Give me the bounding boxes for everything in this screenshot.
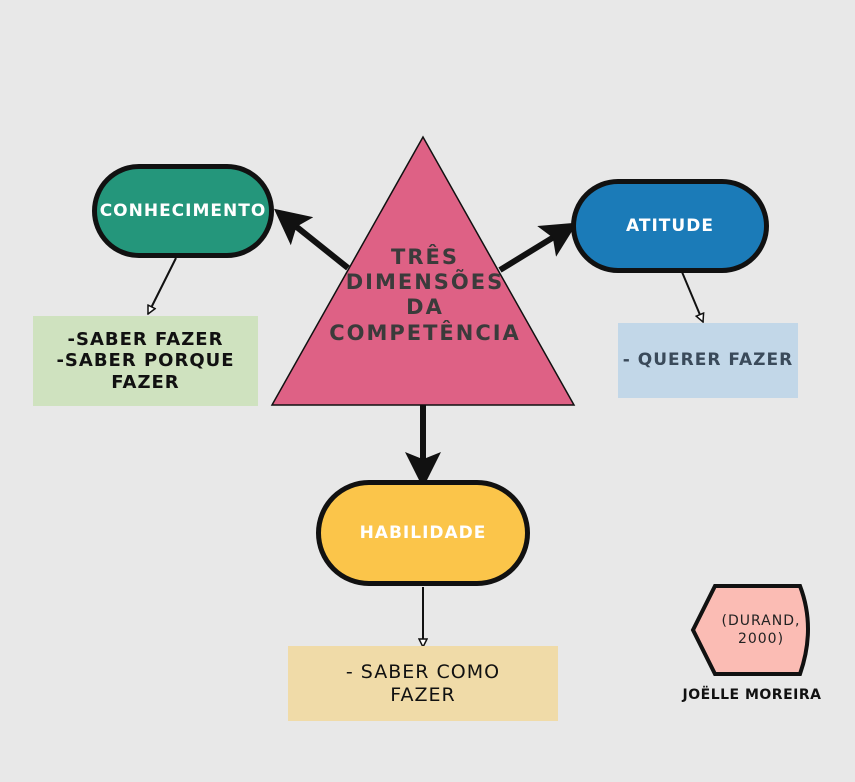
center-title: TRÊS DIMENSÕES DA COMPETÊNCIA xyxy=(300,245,550,346)
node-conhecimento-label: CONHECIMENTO xyxy=(99,201,267,221)
author-name: JOËLLE MOREIRA xyxy=(682,687,822,703)
node-habilidade-label: HABILIDADE xyxy=(359,523,487,543)
center-title-line: DA xyxy=(406,295,444,320)
citation-line: (DURAND, xyxy=(721,613,801,629)
note-line: -SABER FAZER xyxy=(67,328,224,350)
node-habilidade[interactable]: HABILIDADE xyxy=(316,480,530,586)
note-line: FAZER xyxy=(390,683,456,706)
citation-line: 2000) xyxy=(737,631,785,648)
citation-text: (DURAND, 2000) xyxy=(718,612,804,648)
center-title-line: COMPETÊNCIA xyxy=(329,320,521,345)
arrow-to-conhecimento xyxy=(273,208,350,271)
note-line: FAZER xyxy=(111,371,180,393)
note-line: -SABER PORQUE xyxy=(56,350,235,372)
arrow-to-atitude xyxy=(498,222,578,273)
note-habilidade: - SABER COMO FAZER xyxy=(288,646,558,721)
note-line: - SABER COMO xyxy=(345,660,501,683)
center-triangle xyxy=(270,135,576,406)
node-atitude[interactable]: ATITUDE xyxy=(571,179,769,273)
center-title-line: TRÊS xyxy=(391,245,459,269)
node-atitude-label: ATITUDE xyxy=(626,216,714,236)
citation-shape xyxy=(690,584,810,676)
arrow-conhecimento-note xyxy=(147,257,177,314)
note-atitude: - QUERER FAZER xyxy=(618,323,798,398)
note-line: - QUERER FAZER xyxy=(622,350,794,371)
center-title-line: DIMENSÕES xyxy=(345,270,505,295)
arrow-atitude-note xyxy=(681,271,703,322)
node-conhecimento[interactable]: CONHECIMENTO xyxy=(92,164,274,258)
note-conhecimento: -SABER FAZER -SABER PORQUE FAZER xyxy=(33,316,258,406)
